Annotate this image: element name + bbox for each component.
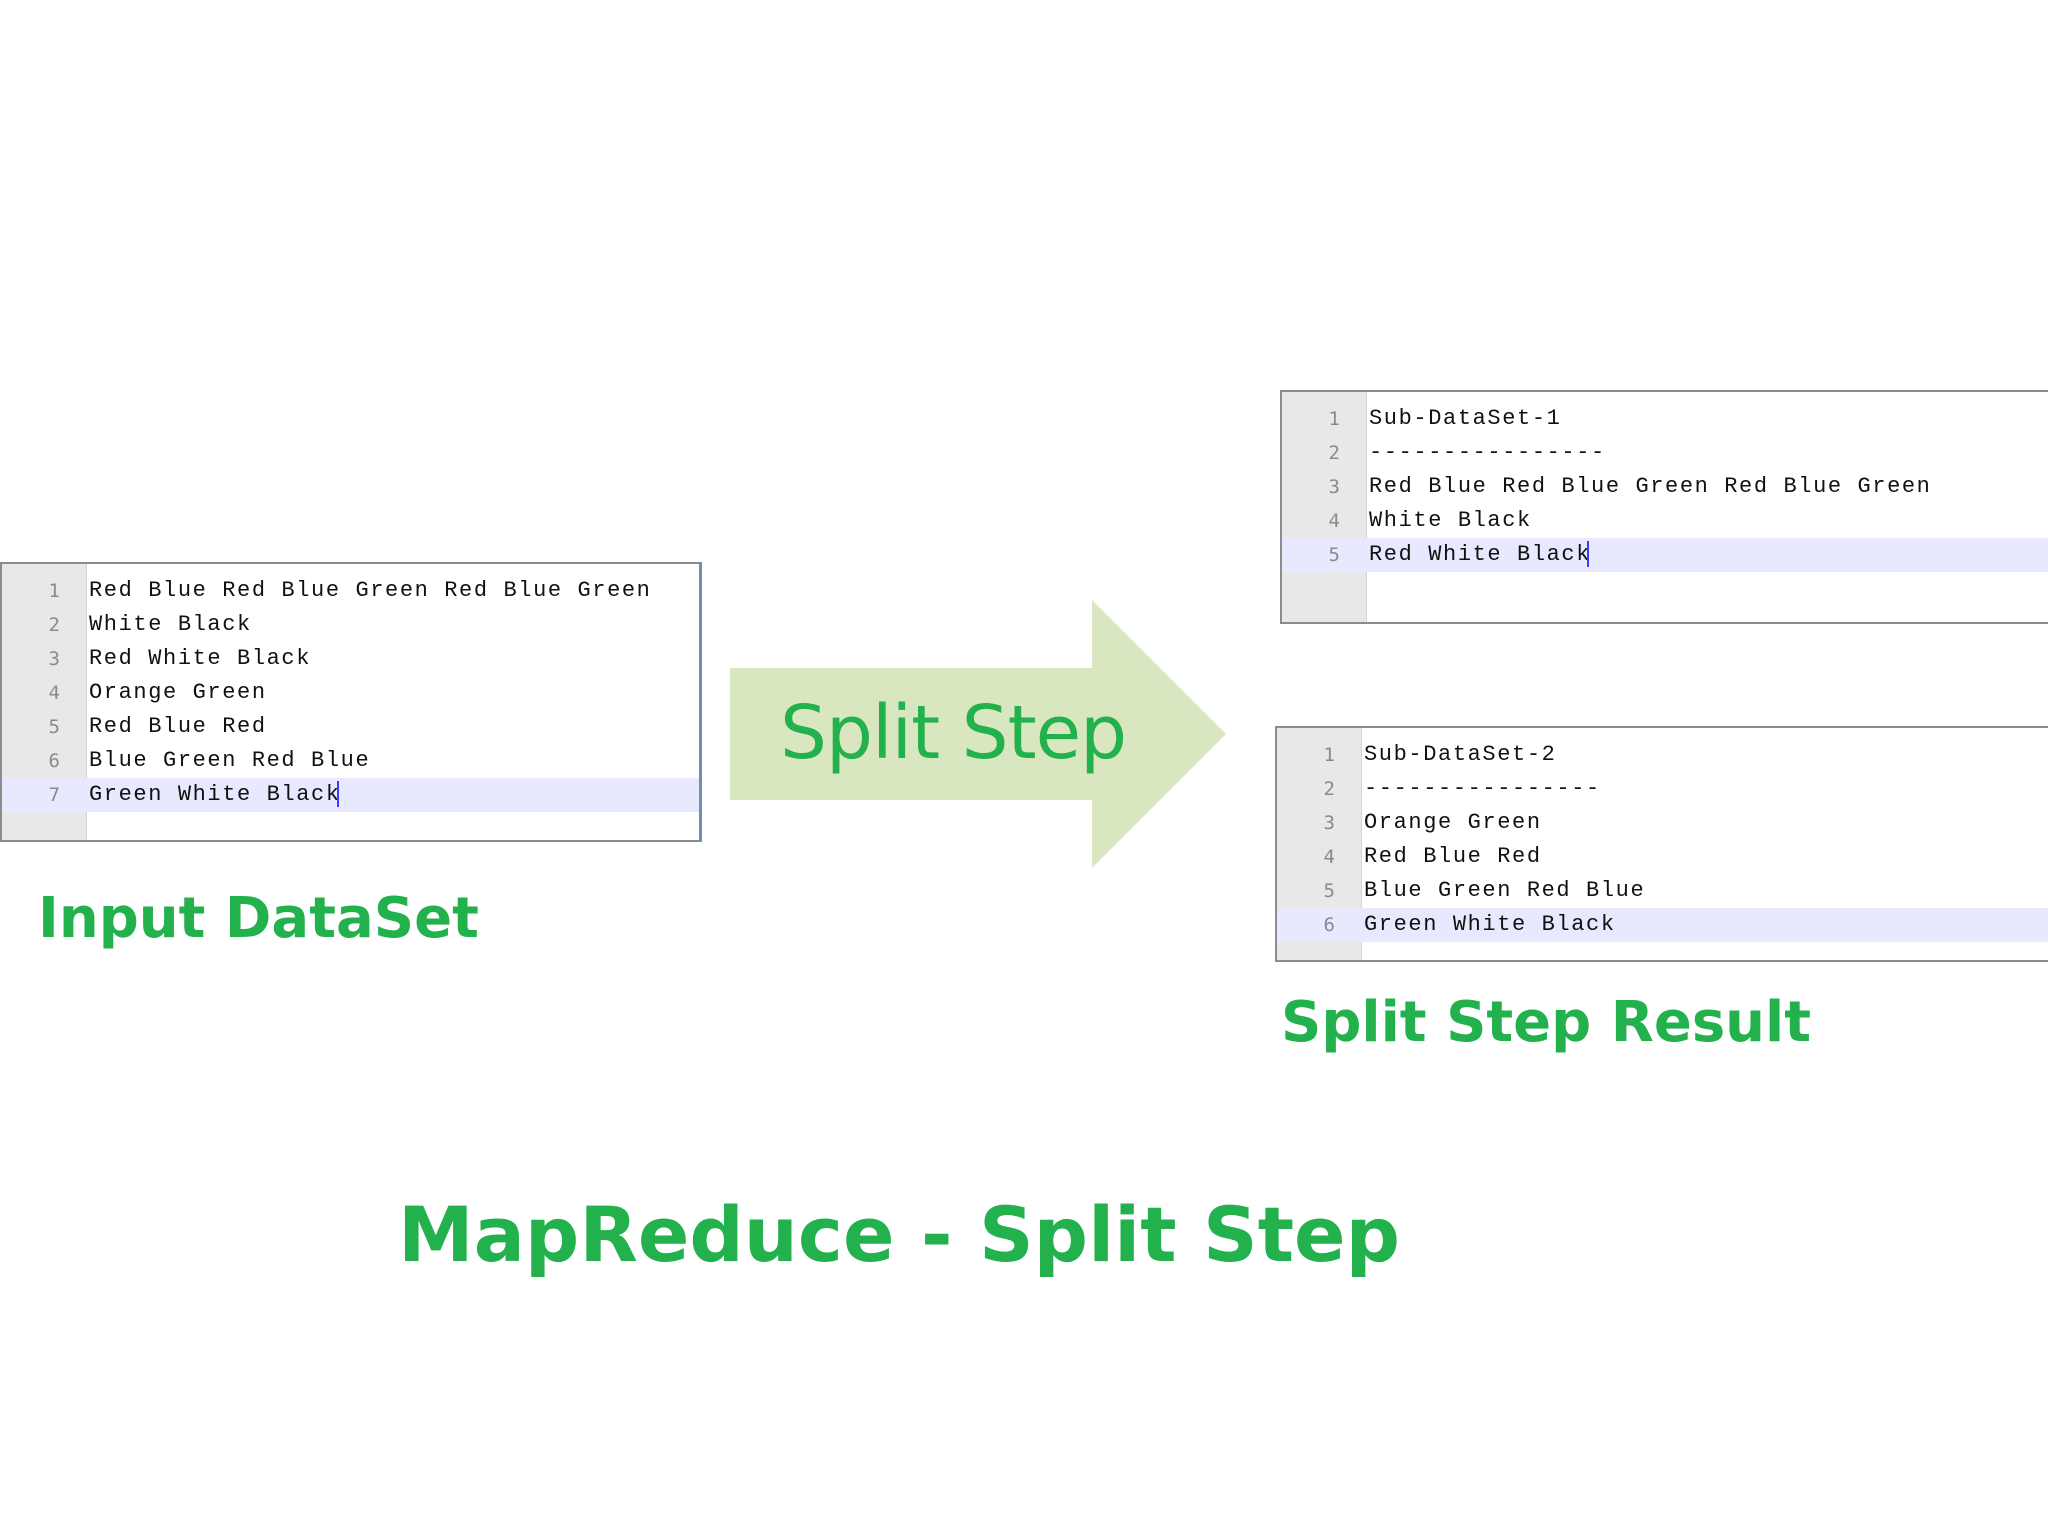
line-number: 6 xyxy=(48,750,60,772)
line-text: Sub-DataSet-1 xyxy=(1369,406,1562,431)
line-number: 3 xyxy=(1328,476,1340,498)
text-caret xyxy=(1587,541,1590,568)
line-number: 1 xyxy=(48,580,60,602)
editor-line[interactable]: 1 Sub-DataSet-2 xyxy=(1277,738,2048,772)
line-number: 2 xyxy=(1323,778,1335,800)
editor-line[interactable]: 1 Sub-DataSet-1 xyxy=(1282,402,2048,436)
page-title: MapReduce - Split Step xyxy=(398,1190,1400,1279)
line-text: Green White Black xyxy=(1364,912,1616,937)
line-number: 5 xyxy=(1328,544,1340,566)
line-text: Red Blue Red Blue Green Red Blue Green xyxy=(89,578,652,603)
line-number: 2 xyxy=(48,614,60,636)
sub-dataset-1-editor[interactable]: 1 Sub-DataSet-1 2 ---------------- 3 Red… xyxy=(1280,390,2048,624)
line-text: Green White Black xyxy=(89,781,341,808)
line-text: Sub-DataSet-2 xyxy=(1364,742,1557,767)
line-number: 6 xyxy=(1323,914,1335,936)
line-text: Blue Green Red Blue xyxy=(89,748,371,773)
line-text: Red Blue Red xyxy=(89,714,267,739)
line-number: 1 xyxy=(1323,744,1335,766)
editor-line[interactable]: 5 Blue Green Red Blue xyxy=(1277,874,2048,908)
line-text: White Black xyxy=(89,612,252,637)
editor-line[interactable]: 2 White Black xyxy=(2,608,699,642)
line-text: Orange Green xyxy=(1364,810,1542,835)
input-dataset-editor[interactable]: 1 Red Blue Red Blue Green Red Blue Green… xyxy=(0,562,702,842)
line-number: 4 xyxy=(48,682,60,704)
line-number: 5 xyxy=(1323,880,1335,902)
editor-line[interactable]: 4 Orange Green xyxy=(2,676,699,710)
editor-line[interactable]: 3 Red White Black xyxy=(2,642,699,676)
line-text: Red Blue Red Blue Green Red Blue Green xyxy=(1369,474,1932,499)
line-number: 3 xyxy=(1323,812,1335,834)
editor-line[interactable]: 3 Orange Green xyxy=(1277,806,2048,840)
line-text: ---------------- xyxy=(1369,440,1606,465)
line-number: 4 xyxy=(1328,510,1340,532)
line-text: Red White Black xyxy=(1369,541,1592,568)
line-text: White Black xyxy=(1369,508,1532,533)
arrow-shape xyxy=(730,600,1226,868)
split-step-arrow xyxy=(730,600,1226,868)
editor-line-current[interactable]: 6 Green White Black xyxy=(1277,908,2048,942)
arrow-label: Split Step xyxy=(780,690,1127,776)
line-number: 1 xyxy=(1328,408,1340,430)
line-text: Blue Green Red Blue xyxy=(1364,878,1646,903)
line-number: 5 xyxy=(48,716,60,738)
editor-line[interactable]: 4 White Black xyxy=(1282,504,2048,538)
line-number: 4 xyxy=(1323,846,1335,868)
line-number-gutter xyxy=(1282,392,1367,622)
editor-line[interactable]: 3 Red Blue Red Blue Green Red Blue Green xyxy=(1282,470,2048,504)
editor-line[interactable]: 5 Red Blue Red xyxy=(2,710,699,744)
editor-line-current[interactable]: 7 Green White Black xyxy=(2,778,699,812)
editor-line[interactable]: 1 Red Blue Red Blue Green Red Blue Green xyxy=(2,574,699,608)
line-number: 3 xyxy=(48,648,60,670)
editor-line[interactable]: 2 ---------------- xyxy=(1277,772,2048,806)
sub-dataset-2-editor[interactable]: 1 Sub-DataSet-2 2 ---------------- 3 Ora… xyxy=(1275,726,2048,962)
editor-line[interactable]: 6 Blue Green Red Blue xyxy=(2,744,699,778)
line-text: Red Blue Red xyxy=(1364,844,1542,869)
editor-line[interactable]: 4 Red Blue Red xyxy=(1277,840,2048,874)
text-caret xyxy=(336,781,339,808)
editor-line[interactable]: 2 ---------------- xyxy=(1282,436,2048,470)
split-step-result-label: Split Step Result xyxy=(1281,990,1812,1055)
line-number: 2 xyxy=(1328,442,1340,464)
line-number: 7 xyxy=(48,784,60,806)
line-text: ---------------- xyxy=(1364,776,1601,801)
line-text: Red White Black xyxy=(89,646,312,671)
input-dataset-label: Input DataSet xyxy=(38,886,479,951)
editor-line-current[interactable]: 5 Red White Black xyxy=(1282,538,2048,572)
line-text: Orange Green xyxy=(89,680,267,705)
